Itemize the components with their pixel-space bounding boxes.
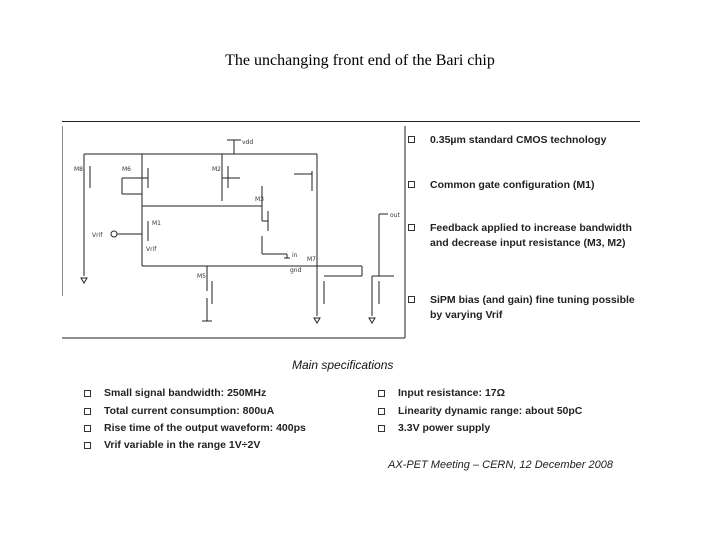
spec-text: Input resistance: 17Ω (398, 387, 506, 399)
checkbox-bullet-icon (408, 296, 415, 303)
vrif-terminal-label: Vrif (92, 232, 103, 239)
feature-text: Common gate configuration (M1) (430, 179, 595, 191)
checkbox-bullet-icon (408, 136, 415, 143)
in-label: in (292, 252, 298, 259)
checkbox-bullet-icon (378, 425, 385, 432)
spec-text: Vrif variable in the range 1V÷2V (104, 439, 261, 451)
checkbox-bullet-icon (408, 224, 415, 231)
checkbox-bullet-icon (378, 408, 385, 415)
checkbox-bullet-icon (84, 390, 91, 397)
vrif-label: Vrif (146, 246, 157, 253)
m1-label: M1 (152, 220, 161, 227)
feature-text: Feedback applied to increase bandwidth a… (430, 222, 632, 249)
checkbox-bullet-icon (378, 390, 385, 397)
slide-title: The unchanging front end of the Bari chi… (225, 52, 495, 69)
feature-text: 0.35µm standard CMOS technology (430, 134, 607, 146)
feature-text: SiPM bias (and gain) fine tuning possibl… (430, 294, 635, 321)
checkbox-bullet-icon (84, 408, 91, 415)
spec-text: Linearity dynamic range: about 50pC (398, 405, 583, 417)
m7-label: M7 (307, 256, 316, 263)
m6-label: M6 (122, 166, 131, 173)
m8-label: M8 (74, 166, 83, 173)
m5-label: M5 (197, 273, 206, 280)
vdd-label: vdd (242, 139, 253, 146)
slide-footer: AX-PET Meeting – CERN, 12 December 2008 (388, 459, 613, 471)
specs-heading: Main specifications (292, 358, 394, 372)
checkbox-bullet-icon (84, 425, 91, 432)
spec-text: Rise time of the output waveform: 400ps (104, 422, 306, 434)
gnd-label: gnd (290, 267, 302, 274)
top-divider (62, 121, 640, 122)
m2-label: M2 (212, 166, 221, 173)
spec-text: Small signal bandwidth: 250MHz (104, 387, 267, 399)
m3-label: M3 (255, 196, 264, 203)
spec-text: Total current consumption: 800uA (104, 405, 275, 417)
checkbox-bullet-icon (408, 181, 415, 188)
circuit-schematic: Vrif Vrif in out M1 M2 M3 M5 M6 M7 M8 vd… (62, 126, 406, 339)
checkbox-bullet-icon (84, 442, 91, 449)
spec-text: 3.3V power supply (398, 422, 491, 434)
out-label: out (390, 212, 400, 219)
